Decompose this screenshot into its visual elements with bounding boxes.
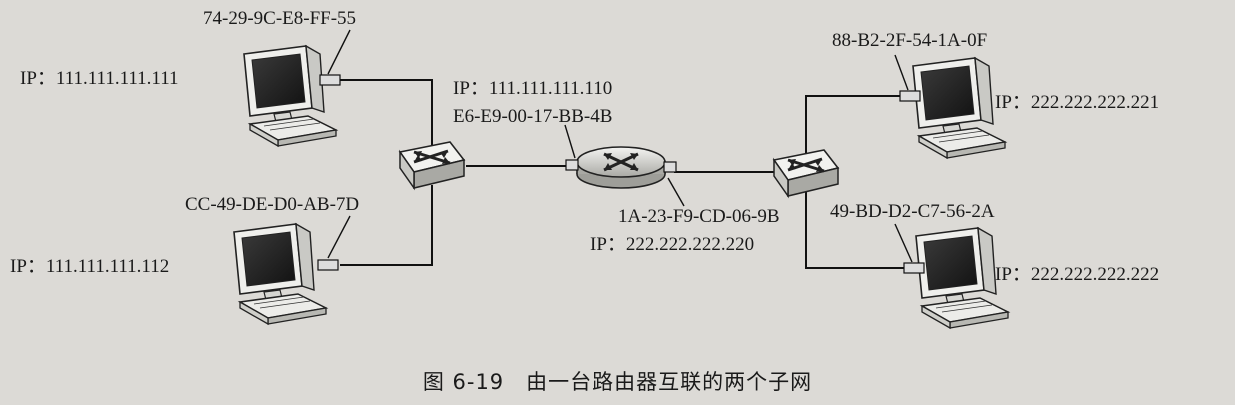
host-b-mac: CC-49-DE-D0-AB-7D bbox=[185, 194, 360, 215]
host-d-mac: 49-BD-D2-C7-56-2A bbox=[830, 201, 995, 222]
host-a-mac: 74-29-9C-E8-FF-55 bbox=[203, 8, 357, 29]
router-left-ip: IP：111.111.111.110 bbox=[453, 78, 613, 99]
host-d-ip: IP：222.222.222.222 bbox=[995, 264, 1160, 285]
host-b-computer-icon bbox=[233, 223, 327, 325]
host-a-ip: IP：111.111.111.111 bbox=[20, 68, 179, 89]
leader-lines bbox=[327, 29, 913, 263]
connection-lines bbox=[340, 79, 908, 269]
router-icon bbox=[576, 146, 666, 189]
figure-caption: 图 6-19 由一台路由器互联的两个子网 bbox=[422, 370, 813, 394]
host-c-ip: IP：222.222.222.221 bbox=[995, 92, 1160, 113]
host-b-ip: IP：111.111.111.112 bbox=[10, 256, 170, 277]
host-a-computer-icon bbox=[243, 45, 337, 147]
right-switch-icon bbox=[772, 148, 840, 198]
router-left-mac: E6-E9-00-17-BB-4B bbox=[453, 106, 613, 127]
router-right-ip: IP：222.222.222.220 bbox=[590, 234, 755, 255]
host-c-computer-icon bbox=[912, 57, 1006, 159]
left-switch-icon bbox=[398, 140, 466, 190]
router-right-mac: 1A-23-F9-CD-06-9B bbox=[618, 206, 780, 227]
host-c-mac: 88-B2-2F-54-1A-0F bbox=[832, 30, 988, 51]
